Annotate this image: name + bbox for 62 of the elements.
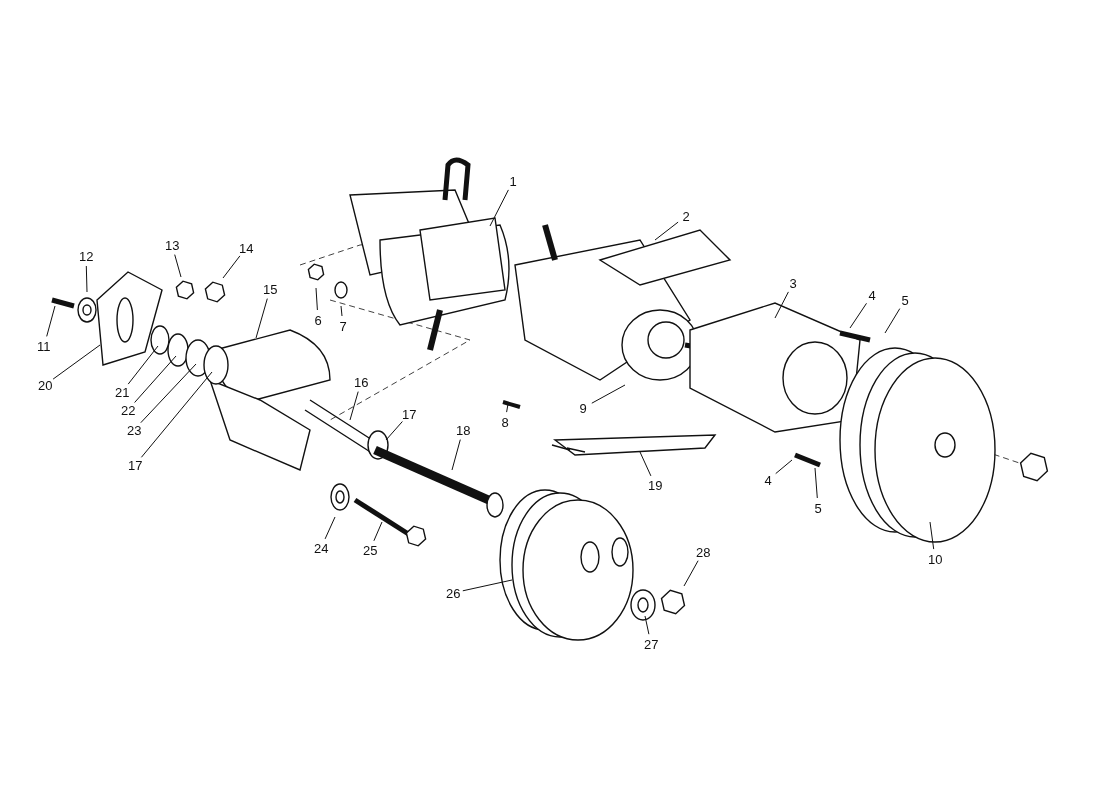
leader-line (929, 521, 935, 550)
callout-number: 26 (446, 585, 461, 601)
callout-number: 5 (901, 292, 909, 308)
leader-line (324, 516, 336, 540)
leader-line (849, 302, 867, 329)
leader-line (140, 371, 213, 458)
callout-number: 25 (363, 542, 378, 558)
leader-line (385, 421, 403, 441)
callout-number: 15 (263, 281, 278, 297)
leader-line (462, 579, 513, 592)
callout-number: 28 (696, 544, 711, 560)
callout-number: 17 (402, 406, 417, 422)
leader-line (683, 560, 699, 587)
leader-line (644, 615, 650, 635)
leader-line (775, 459, 793, 475)
leader-line (85, 265, 88, 293)
leader-line (46, 305, 56, 337)
leader-line (639, 451, 652, 477)
callout-number: 8 (501, 414, 509, 430)
callout-number: 5 (814, 500, 822, 516)
leader-line (506, 403, 509, 413)
leader-line (127, 345, 159, 385)
leader-line (315, 287, 318, 311)
callout-number: 4 (764, 472, 772, 488)
callout-number: 11 (37, 338, 51, 354)
callout-number: 13 (165, 237, 180, 253)
leader-line (884, 308, 901, 334)
callout-number: 20 (38, 377, 53, 393)
leader-line (140, 363, 197, 424)
leader-line (451, 439, 461, 471)
callout-number: 14 (239, 240, 254, 256)
callout-number: 9 (579, 400, 587, 416)
leader-line (591, 384, 626, 404)
callout-number: 18 (456, 422, 471, 438)
callout-number: 22 (121, 402, 136, 418)
callout-number: 3 (789, 275, 797, 291)
leader-line (134, 355, 177, 403)
leader-line (340, 305, 343, 317)
callout-number: 17 (128, 457, 143, 473)
leader-line (814, 467, 818, 499)
leader-line (349, 391, 359, 421)
callout-number: 24 (314, 540, 329, 556)
callout-number: 27 (644, 636, 659, 652)
callout-number: 7 (339, 318, 347, 334)
leader-line (52, 344, 101, 380)
leader-line (489, 189, 509, 227)
callout-number: 4 (868, 287, 876, 303)
callout-number: 6 (314, 312, 322, 328)
callout-number: 21 (115, 384, 130, 400)
leader-line (255, 298, 268, 339)
callout-number: 16 (354, 374, 369, 390)
callout-number: 12 (79, 248, 94, 264)
callout-number: 2 (682, 208, 690, 224)
leader-line (222, 255, 241, 279)
leader-line (373, 521, 383, 542)
leader-line (174, 254, 182, 278)
leader-line (774, 291, 789, 319)
callout-number: 23 (127, 422, 142, 438)
callout-number: 10 (928, 551, 943, 567)
leader-line (654, 221, 679, 241)
callout-number: 1 (509, 173, 517, 189)
callout-number: 19 (648, 477, 663, 493)
